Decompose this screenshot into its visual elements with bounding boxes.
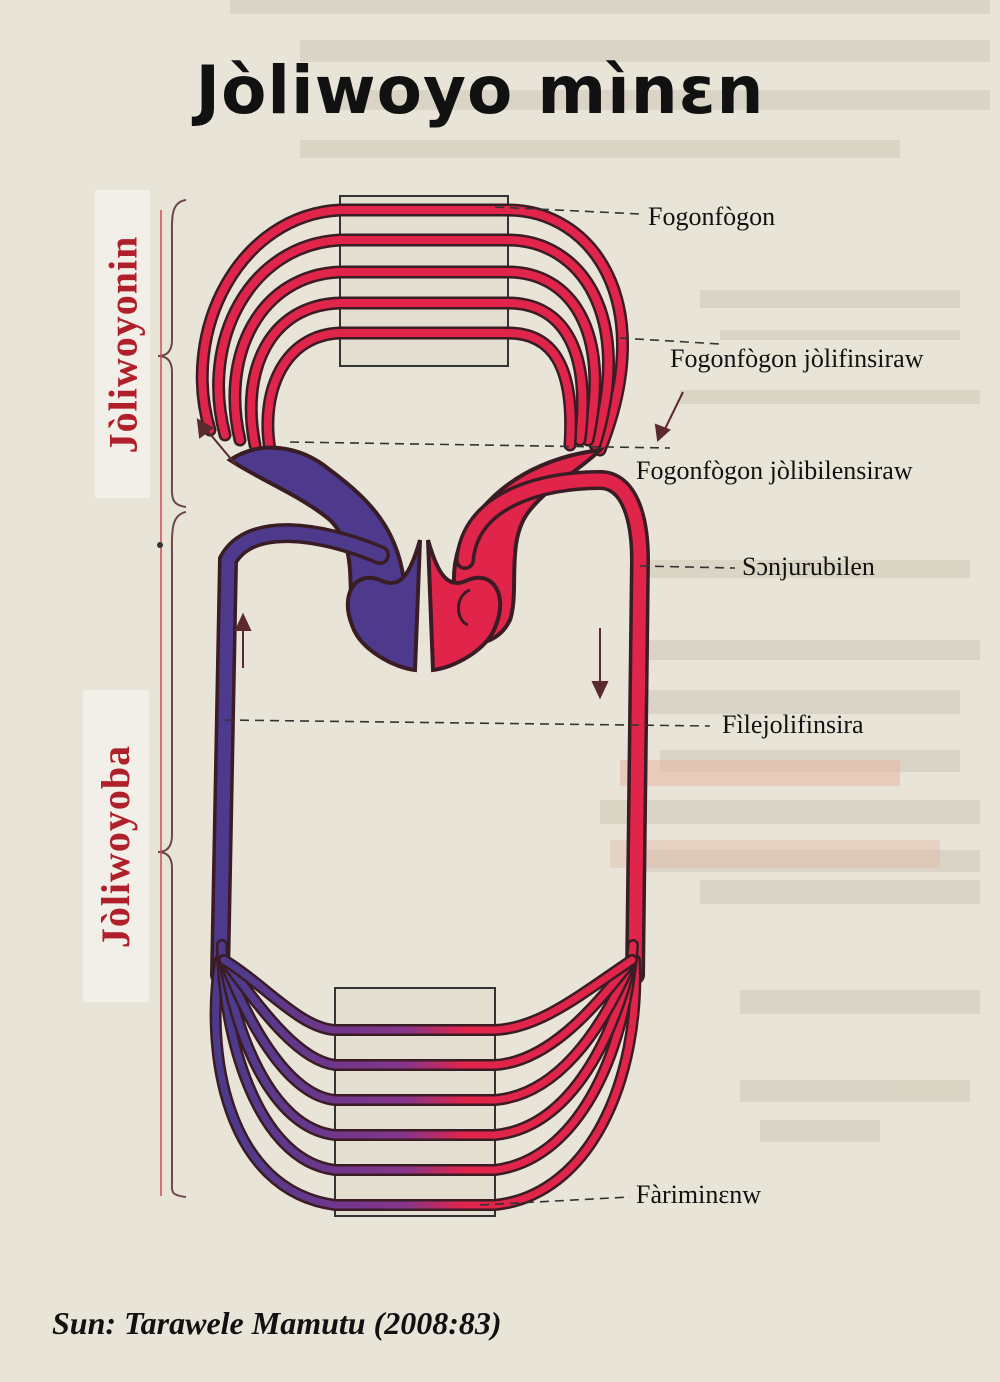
side-label-lower-text: Jòliwoyoba bbox=[93, 744, 139, 948]
label-organs: Fàriminɛnw bbox=[636, 1180, 762, 1209]
brackets bbox=[157, 199, 187, 1198]
side-label-upper: Jòliwoyonin bbox=[95, 190, 150, 498]
heart-right-side bbox=[345, 539, 422, 673]
label-pulmonary-artery: Fogonfògon jòlibilensiraw bbox=[636, 456, 913, 485]
label-vena-cava: Fìlejolifinsira bbox=[722, 710, 864, 739]
side-label-lower: Jòliwoyoba bbox=[83, 690, 149, 1002]
leader-lines bbox=[224, 206, 736, 1206]
flow-arrows bbox=[196, 391, 684, 700]
side-label-upper-text: Jòliwoyonin bbox=[100, 235, 145, 453]
great-vessels bbox=[210, 469, 651, 985]
label-lungs: Fogonfògon bbox=[648, 202, 776, 231]
lungs-box bbox=[339, 195, 509, 367]
body-capillaries bbox=[209, 939, 642, 1211]
lung-capillaries bbox=[195, 203, 630, 457]
label-pulmonary-vein: Fogonfògon jòlifinsiraw bbox=[670, 344, 924, 373]
label-aorta: Sɔnjurubilen bbox=[742, 552, 875, 581]
source-citation: Sun: Tarawele Mamutu (2008:83) bbox=[52, 1305, 502, 1341]
heart-left-side bbox=[426, 539, 503, 673]
page-title: Jòliwoyo mìnɛn bbox=[195, 52, 765, 129]
